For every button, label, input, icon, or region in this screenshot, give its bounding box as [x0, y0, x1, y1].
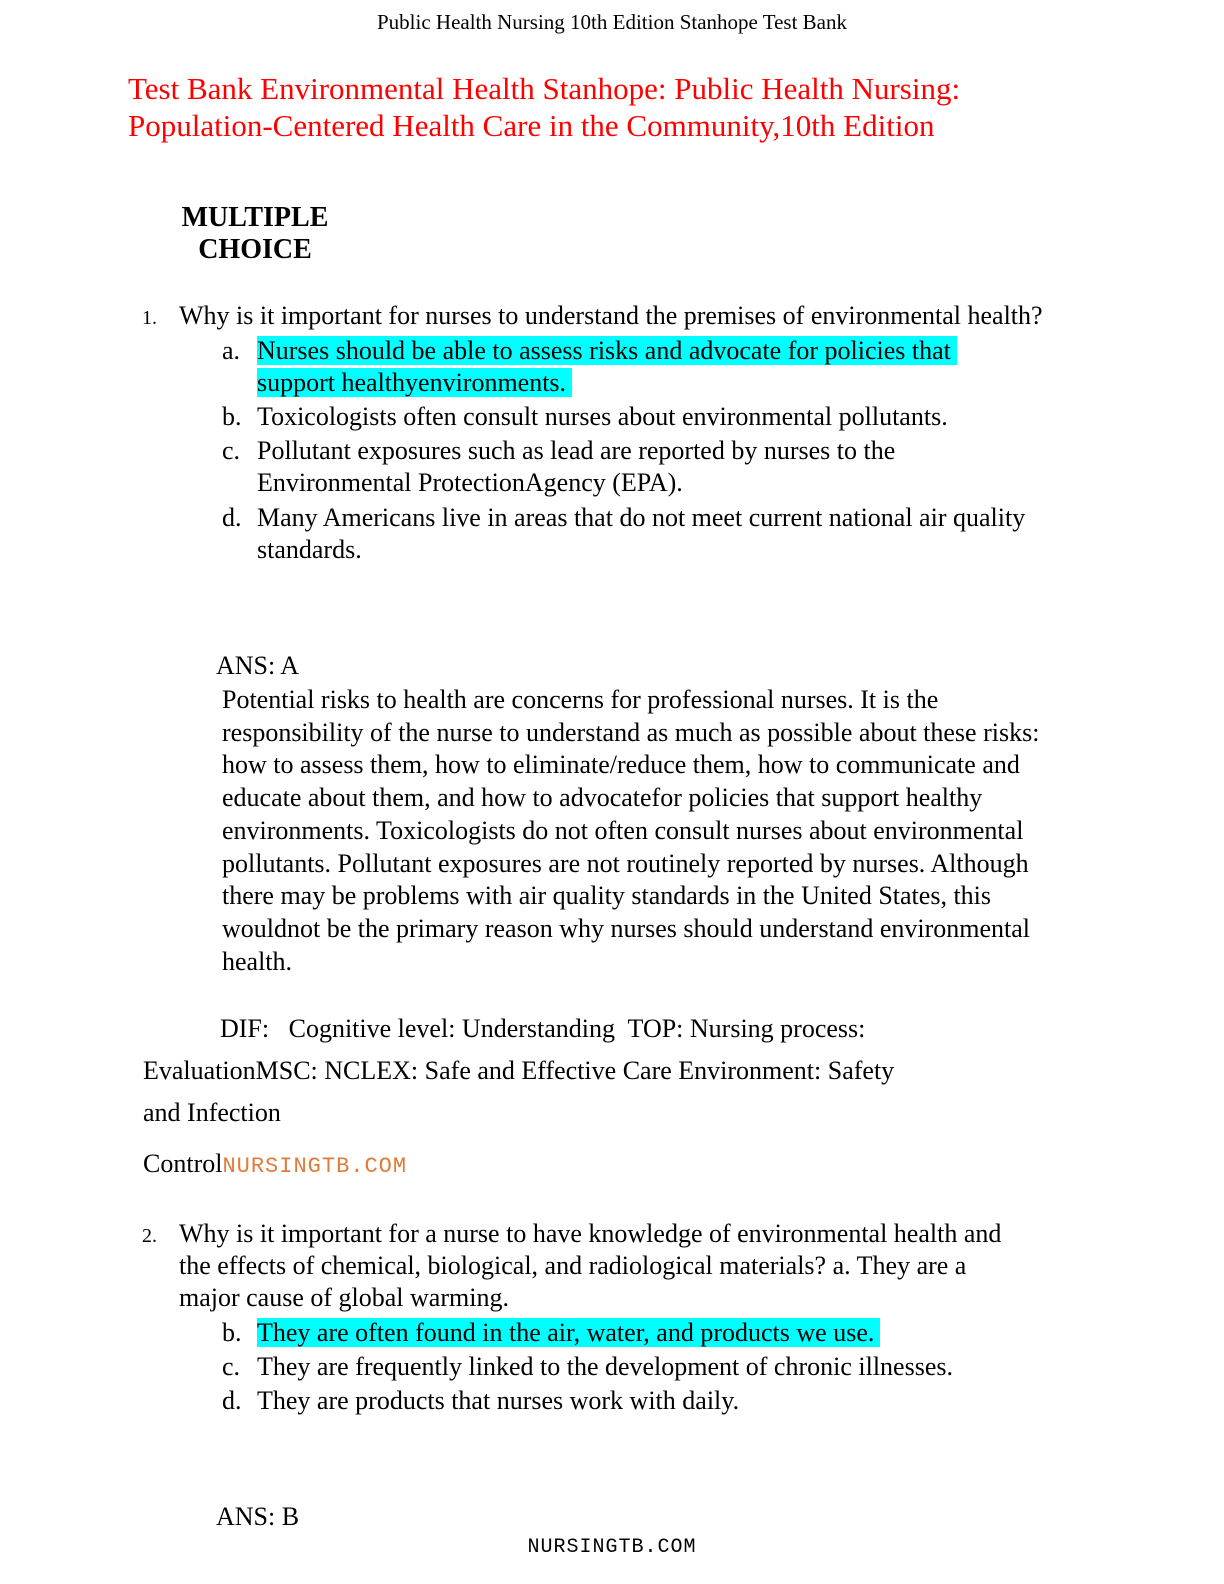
- rationale-line: health.: [222, 946, 293, 976]
- question-1-option-c-line-2: Environmental ProtectionAgency (EPA).: [257, 468, 683, 497]
- meta-control-text: Control: [143, 1149, 223, 1178]
- rationale-line: how to assess them, how to eliminate/red…: [222, 750, 1020, 780]
- question-1-option-c-line-1: Pollutant exposures such as lead are rep…: [257, 436, 896, 465]
- section-heading: MULTIPLE CHOICE: [180, 202, 330, 266]
- question-1-option-d-letter: d.: [222, 503, 242, 532]
- rationale-line: responsibility of the nurse to understan…: [222, 717, 1040, 747]
- running-header: Public Health Nursing 10th Edition Stanh…: [376, 10, 848, 34]
- rationale-line: there may be problems with air quality s…: [222, 881, 992, 911]
- question-1-meta-line-3: and Infection: [143, 1098, 281, 1127]
- question-1-option-d-line-1: Many Americans live in areas that do not…: [257, 503, 1026, 532]
- question-1-option-a-line-2: support healthyenvironments.: [257, 367, 573, 399]
- footer-site: NURSINGTB.COM: [527, 1536, 697, 1559]
- question-1-option-a-line-1: Nurses should be able to assess risks an…: [257, 335, 957, 367]
- question-1-meta-line-1: DIF: Cognitive level: Understanding TOP:…: [220, 1014, 866, 1043]
- document-title-line-2: Population-Centered Health Care in the C…: [128, 108, 935, 143]
- question-2-stem-line: the effects of chemical, biological, and…: [179, 1251, 967, 1280]
- question-2-option-d-text: They are products that nurses work with …: [257, 1386, 740, 1415]
- question-2-stem-line: major cause of global warming.: [179, 1283, 509, 1312]
- question-2-number: 2.: [142, 1225, 157, 1247]
- rationale-line: wouldnot be the primary reason why nurse…: [222, 913, 1030, 943]
- question-2-option-c-letter: c.: [222, 1352, 241, 1381]
- section-heading-line-2: CHOICE: [198, 234, 312, 265]
- rationale-line: environments. Toxicologists do not often…: [222, 815, 1024, 845]
- rationale-line: Potential risks to health are concerns f…: [222, 685, 939, 714]
- question-1-stem: Why is it important for nurses to unders…: [179, 301, 1043, 330]
- question-2-option-b-text: They are often found in the air, water, …: [257, 1317, 881, 1349]
- rationale-line: pollutants. Pollutant exposures are not …: [222, 848, 1029, 878]
- document-title-line-1: Test Bank Environmental Health Stanhope:…: [128, 71, 961, 106]
- question-1-option-b-text: Toxicologists often consult nurses about…: [257, 402, 948, 431]
- question-2-answer: ANS: B: [216, 1502, 300, 1531]
- question-2-stem: Why is it important for a nurse to have …: [179, 1218, 1001, 1314]
- question-2-stem-line: Why is it important for a nurse to have …: [179, 1219, 1002, 1248]
- question-1-number: 1.: [142, 307, 157, 329]
- inline-watermark: NURSINGTB.COM: [222, 1154, 408, 1179]
- section-heading-line-1: MULTIPLE: [181, 202, 329, 233]
- question-1-option-c-letter: c.: [222, 436, 241, 465]
- highlight-answer: They are often found in the air, water, …: [257, 1318, 881, 1347]
- question-2-option-c-text: They are frequently linked to the develo…: [257, 1352, 953, 1381]
- question-2-option-b-letter: b.: [222, 1318, 242, 1347]
- question-1-meta-line-2: EvaluationMSC: NCLEX: Safe and Effective…: [143, 1056, 895, 1085]
- highlight-answer: Nurses should be able to assess risks an…: [257, 336, 957, 365]
- question-1-option-a-letter: a.: [222, 336, 241, 365]
- question-2-option-d-letter: d.: [222, 1386, 242, 1415]
- question-1-option-d-line-2: standards.: [257, 535, 362, 564]
- question-1-meta-line-4: ControlNURSINGTB.COM: [143, 1148, 407, 1183]
- question-1-answer: ANS: A: [216, 651, 300, 680]
- question-1-rationale: Potential risks to health are concerns f…: [222, 684, 1039, 978]
- highlight-answer: support healthyenvironments.: [257, 368, 573, 397]
- rationale-line: educate about them, and how to advocatef…: [222, 783, 983, 813]
- question-1-option-b-letter: b.: [222, 402, 242, 431]
